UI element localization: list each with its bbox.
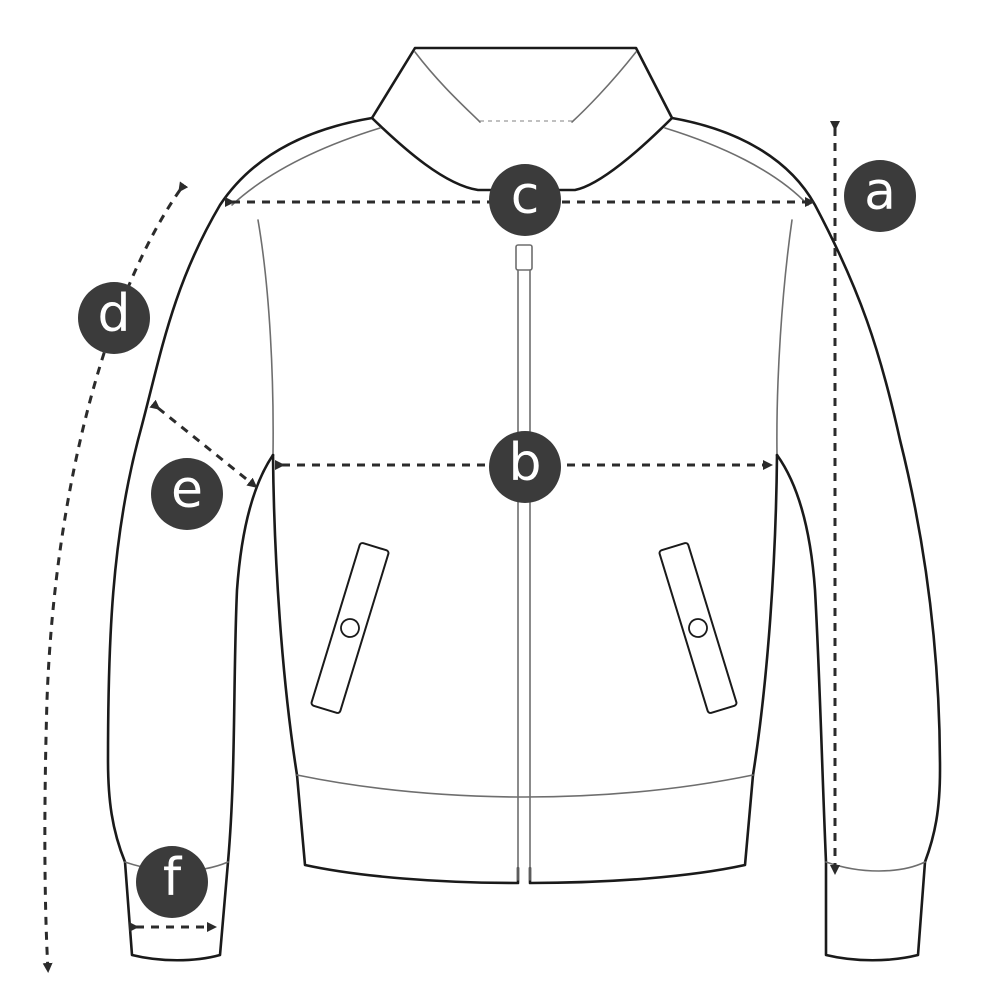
body-left-side <box>271 453 299 777</box>
right-sleeve-outer <box>670 116 942 962</box>
badge-b: b <box>489 431 561 503</box>
badge-d-label: d <box>97 284 130 344</box>
waistband <box>295 773 755 885</box>
badge-e-label: e <box>171 460 203 520</box>
left-pocket <box>310 542 390 714</box>
badge-f: f <box>136 846 208 918</box>
body-right-side <box>751 453 779 777</box>
right-armhole <box>776 219 793 456</box>
badge-c: c <box>489 164 561 236</box>
measure-d-line <box>42 181 189 973</box>
badge-a: a <box>844 160 916 232</box>
left-armhole <box>257 219 274 456</box>
collar-inner-right <box>571 51 637 123</box>
badge-e: e <box>151 458 223 530</box>
right-shoulder-seam <box>664 127 809 206</box>
badge-f-label: f <box>163 848 183 908</box>
waistband-seam <box>296 774 754 798</box>
badge-c-label: c <box>511 166 540 226</box>
collar-inner-left <box>414 51 481 123</box>
jacket-outline <box>106 46 942 962</box>
zipper-pull <box>515 244 533 271</box>
badge-b-label: b <box>508 433 541 493</box>
badge-d: d <box>78 282 150 354</box>
measure-e-line <box>149 399 258 488</box>
measurement-lines <box>42 121 840 973</box>
collar <box>370 46 674 192</box>
right-pocket <box>658 542 738 714</box>
left-shoulder-seam <box>231 127 381 206</box>
badge-a-label: a <box>864 162 896 222</box>
right-cuff-seam <box>825 861 926 872</box>
